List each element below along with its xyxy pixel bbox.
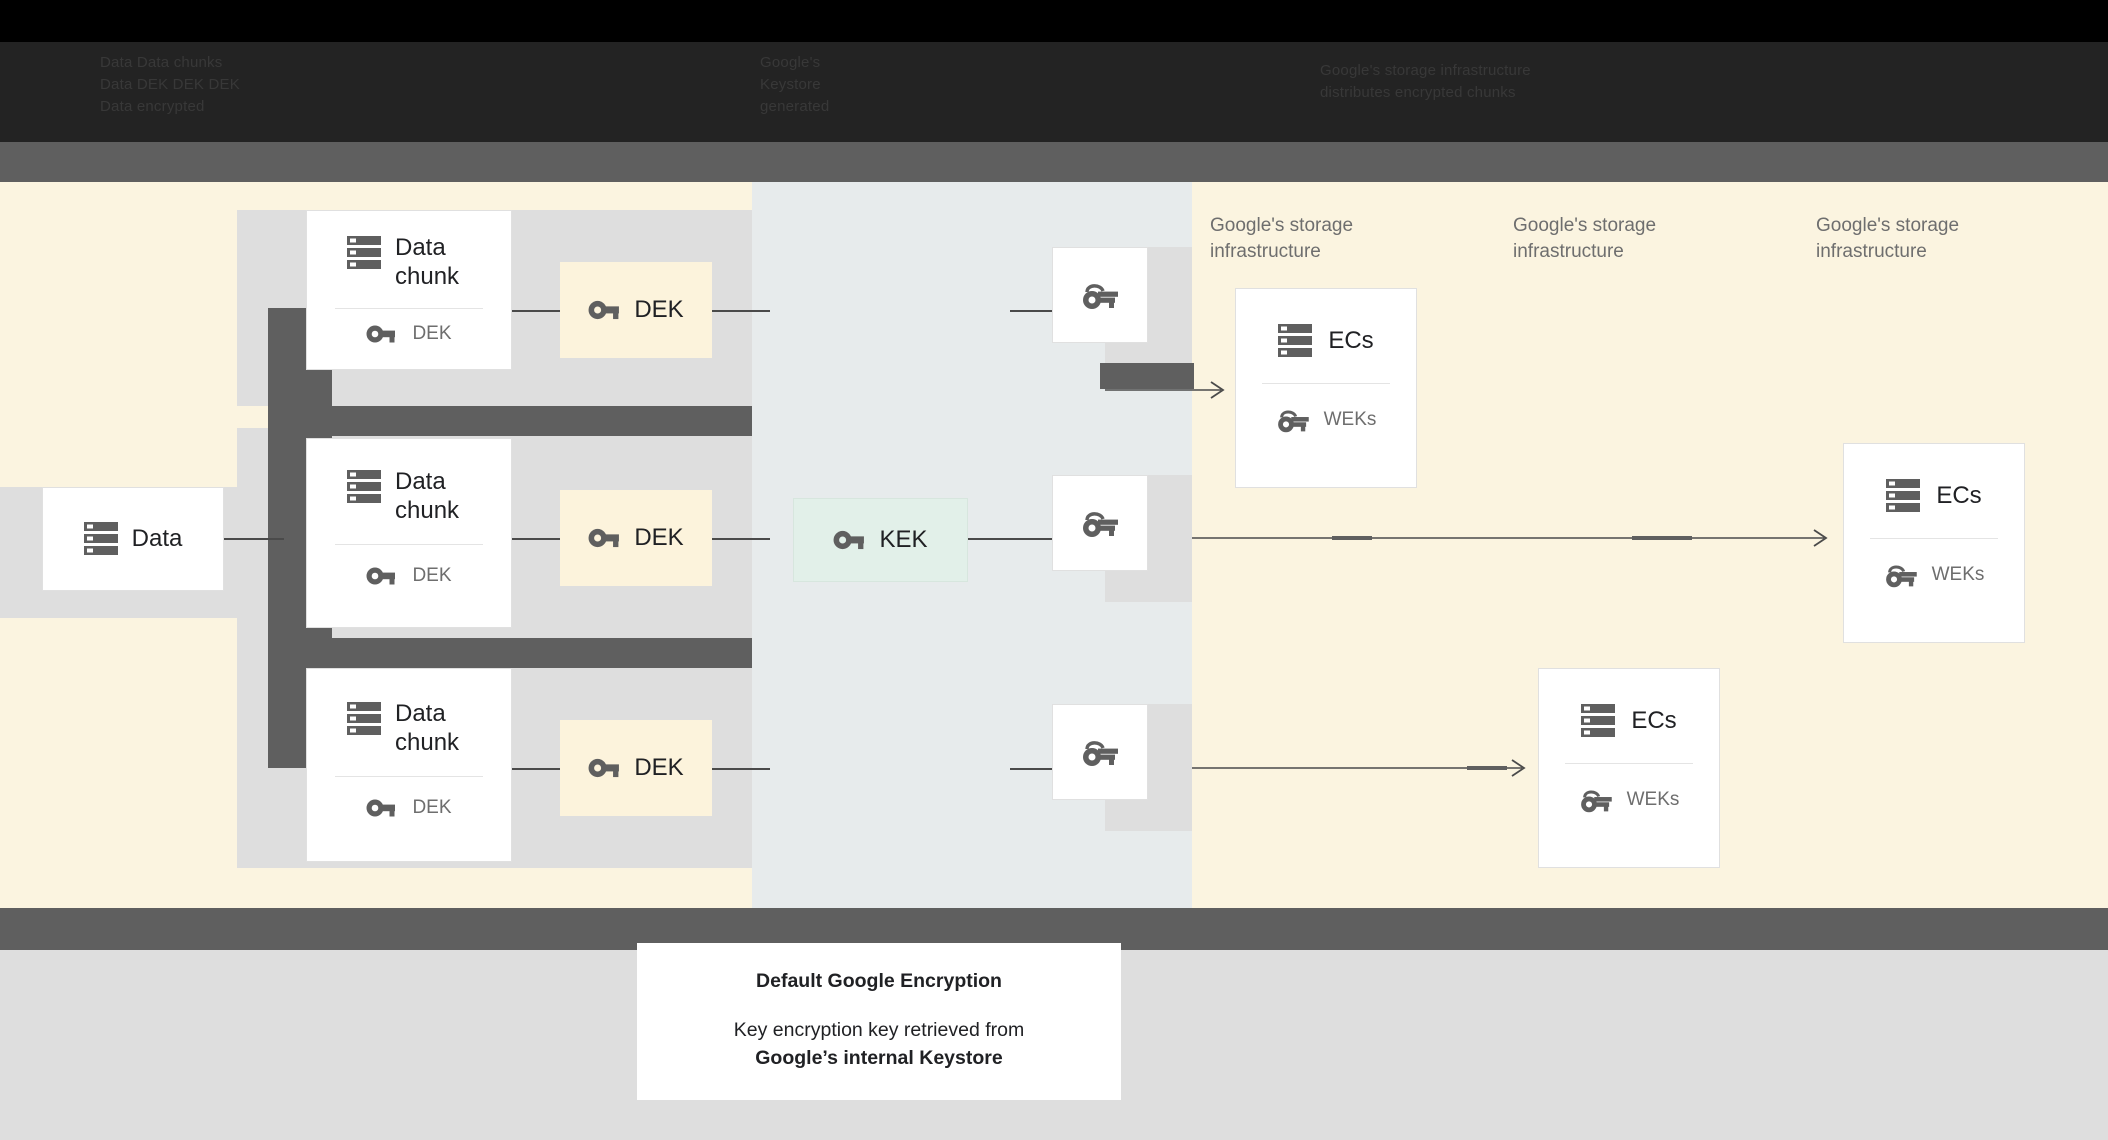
node-data-chunk-title: Data chunk <box>395 234 460 291</box>
node-ecs-title: ECs <box>1631 707 1677 735</box>
node-wrapped-key-1[interactable] <box>1052 247 1148 343</box>
connector-dek1-right <box>712 310 770 312</box>
key-icon <box>588 298 620 322</box>
connector-data-to-splitter <box>224 538 284 540</box>
wrapped-key-icon <box>1579 786 1613 814</box>
storage-icon <box>1278 321 1313 361</box>
card-divider <box>1565 763 1693 764</box>
caption-line-2: Google’s internal Keystore <box>755 1047 1003 1069</box>
node-dek-3[interactable]: DEK <box>560 720 712 816</box>
card-divider <box>1870 538 1998 539</box>
connector-chunk3-to-dek3 <box>512 768 560 770</box>
node-dek-1[interactable]: DEK <box>560 262 712 358</box>
label-storage-infrastructure-1: Google's storage infrastructure <box>1210 215 1354 263</box>
node-dek-label: DEK <box>634 524 684 552</box>
caption-subtitle: Key encryption key retrieved from Google… <box>734 1017 1024 1072</box>
node-data-chunk-1[interactable]: Data chunk DEK <box>306 210 512 370</box>
node-dek-2[interactable]: DEK <box>560 490 712 586</box>
storage-icon <box>1886 476 1921 516</box>
key-icon <box>366 323 396 345</box>
node-data-chunk-title: Data chunk <box>395 700 460 757</box>
splitter-cap-top <box>268 308 312 334</box>
node-data-chunk-3[interactable]: Data chunk DEK <box>306 668 512 862</box>
node-ecs-key-label: WEKs <box>1626 789 1680 810</box>
key-icon <box>366 565 396 587</box>
wrapped-key-icon <box>1081 507 1119 539</box>
card-divider <box>1262 383 1390 384</box>
wrapped-key-icon <box>1884 561 1918 589</box>
connector-to-wrappedkey-1 <box>1010 310 1052 312</box>
node-data-chunk-2[interactable]: Data chunk DEK <box>306 438 512 628</box>
node-ecs-2[interactable]: ECs WEKs <box>1843 443 2025 643</box>
caption-title: Default Google Encryption <box>756 970 1002 993</box>
header-text-middle: Google's Keystore generated <box>760 54 830 115</box>
connector-dek3-right <box>712 768 770 770</box>
connector-to-wrappedkey-3 <box>1010 768 1052 770</box>
node-ecs-title: ECs <box>1328 327 1374 355</box>
storage-icon <box>347 467 381 507</box>
connector-chunk2-to-dek2 <box>512 538 560 540</box>
node-ecs-1[interactable]: ECs WEKs <box>1235 288 1417 488</box>
connector-kek-to-wrappedkey-2 <box>968 538 1052 540</box>
arrow-to-ecs-right <box>1192 529 1828 547</box>
storage-icon <box>347 233 381 273</box>
card-divider <box>335 307 483 309</box>
splitter-branch-1 <box>268 406 752 436</box>
caption-box: Default Google Encryption Key encryption… <box>637 943 1121 1100</box>
key-icon <box>588 756 620 780</box>
node-ecs-key-label: WEKs <box>1323 409 1377 430</box>
overlay-block-top-arrow <box>1100 363 1194 389</box>
label-storage-infrastructure-2: Google's storage infrastructure <box>1513 215 1657 263</box>
arrow-to-ecs-bottom <box>1192 759 1526 777</box>
key-icon <box>588 526 620 550</box>
wrapped-key-icon <box>1081 279 1119 311</box>
node-data-chunk-key-label: DEK <box>412 564 452 586</box>
splitter-branch-2 <box>268 638 752 668</box>
storage-icon <box>1581 701 1616 741</box>
label-storage-infrastructure-3: Google's storage infrastructure <box>1816 215 1960 263</box>
node-dek-label: DEK <box>634 296 684 324</box>
node-data-chunk-key-label: DEK <box>412 322 452 344</box>
header-text-right: Google's storage infrastructure distribu… <box>1320 62 1531 101</box>
node-kek-label: KEK <box>879 526 928 554</box>
node-data[interactable]: Data <box>42 487 224 591</box>
header-text-left: Data Data chunks Data DEK DEK DEK Data e… <box>100 54 240 115</box>
key-icon <box>833 528 865 552</box>
key-icon <box>366 797 396 819</box>
storage-icon <box>83 519 118 559</box>
card-divider <box>335 543 483 545</box>
node-data-chunk-key-label: DEK <box>412 796 452 818</box>
node-ecs-key-label: WEKs <box>1931 564 1985 585</box>
background-patch-data <box>224 487 274 618</box>
header-grey-bar-extension <box>0 156 255 182</box>
storage-icon <box>347 699 381 739</box>
node-dek-label: DEK <box>634 754 684 782</box>
connector-chunk1-to-dek1 <box>512 310 560 312</box>
node-data-chunk-title: Data chunk <box>395 468 460 525</box>
header-grey-bar <box>0 142 2108 182</box>
arrow-to-ecs-top <box>1105 381 1225 399</box>
card-divider <box>335 775 483 777</box>
node-kek[interactable]: KEK <box>793 498 968 582</box>
header-dark-panel <box>0 42 2108 142</box>
caption-line-1: Key encryption key retrieved from <box>733 1019 1025 1042</box>
wrapped-key-icon <box>1276 406 1310 434</box>
node-wrapped-key-2[interactable] <box>1052 475 1148 571</box>
header-black-strip <box>0 0 2108 42</box>
wrapped-key-icon <box>1081 736 1119 768</box>
node-ecs-title: ECs <box>1936 482 1982 510</box>
node-data-label: Data <box>131 525 183 553</box>
node-ecs-3[interactable]: ECs WEKs <box>1538 668 1720 868</box>
node-wrapped-key-3[interactable] <box>1052 704 1148 800</box>
connector-dek2-right <box>712 538 770 540</box>
